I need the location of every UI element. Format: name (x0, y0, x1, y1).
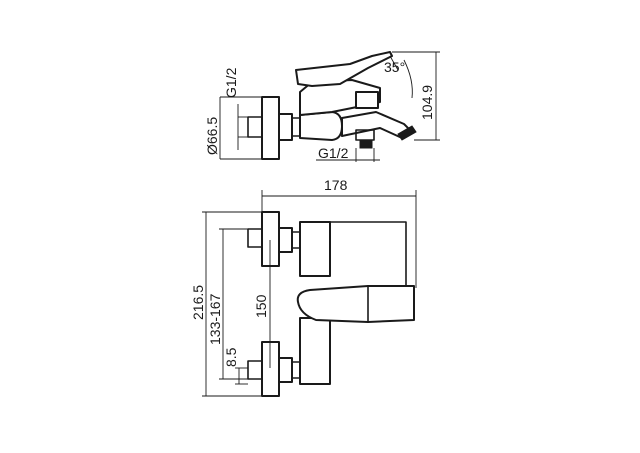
front-nut-bottom (278, 357, 293, 383)
side-aerator (397, 125, 417, 141)
front-view: 178 216.5 133-167 150 (190, 177, 417, 397)
side-inlet-stub (247, 116, 263, 138)
height-right-label: 104.9 (419, 85, 435, 120)
front-body-upper (299, 221, 331, 277)
front-connector-top (291, 231, 301, 249)
side-connector (291, 117, 301, 137)
front-connector-bottom (291, 361, 301, 379)
angle-label: 35° (384, 59, 405, 75)
front-body-lower (299, 317, 331, 385)
side-nut (278, 113, 293, 141)
center-range-label: 133-167 (207, 293, 223, 345)
side-lever-handle (295, 51, 393, 87)
side-thread-outlet (359, 139, 373, 149)
total-height-label: 216.5 (190, 285, 206, 320)
width-label: 178 (324, 177, 348, 193)
angle-leader (389, 55, 399, 71)
front-inlet-top (247, 228, 263, 248)
front-escutcheon-top (261, 211, 280, 267)
thread-bottom-label: G1/2 (318, 145, 349, 161)
angle-arc (403, 59, 413, 99)
front-lever-handle (296, 285, 415, 323)
side-view: G1/2 Ø66.5 35° 104.9 G1/2 (204, 51, 440, 162)
front-inlet-bottom (247, 360, 263, 380)
front-escutcheon-bottom (261, 341, 280, 397)
center-label: 150 (253, 294, 269, 318)
front-housing-outline (329, 221, 407, 287)
side-body (299, 111, 343, 141)
thread-top-label: G1/2 (223, 67, 239, 98)
side-diverter-knob (355, 91, 379, 109)
diameter-label: Ø66.5 (204, 117, 220, 155)
front-nut-top (278, 227, 293, 253)
offset-label: 8.5 (223, 347, 239, 367)
side-escutcheon (261, 96, 280, 160)
